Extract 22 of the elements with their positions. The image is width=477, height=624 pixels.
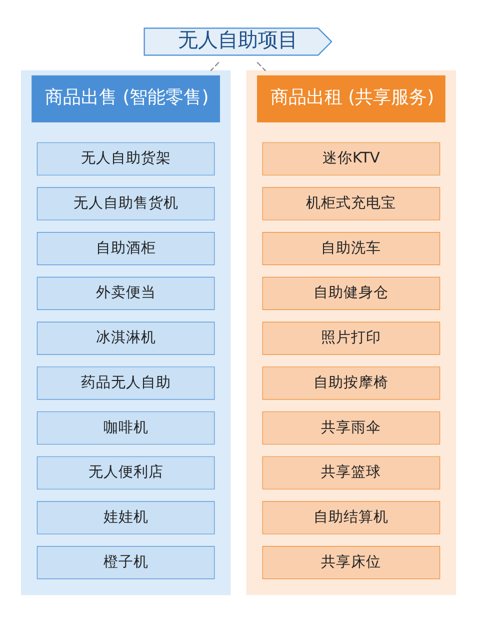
node-box: 自助洗车 <box>262 232 440 265</box>
node-box: 外卖便当 <box>36 276 215 310</box>
node-box: 自助结算机 <box>262 500 440 534</box>
node-box: 咖啡机 <box>36 410 215 444</box>
node-box: 无人自助售货机 <box>36 186 215 220</box>
node-box: 共享篮球 <box>262 456 440 489</box>
node-box: 药品无人自助 <box>36 366 215 400</box>
connector <box>256 61 266 71</box>
node-box: 共享床位 <box>262 546 440 579</box>
node-box: 冰淇淋机 <box>36 321 215 354</box>
node-box: 迷你KTV <box>262 142 440 175</box>
node-box: 照片打印 <box>262 321 440 354</box>
node-box: 共享雨伞 <box>262 410 440 444</box>
node-box: 无人便利店 <box>36 456 215 489</box>
node-box: 自助健身仓 <box>262 276 440 310</box>
connector <box>210 61 220 71</box>
node-box: 娃娃机 <box>36 500 215 534</box>
node-box: 自助酒柜 <box>36 232 215 265</box>
node-box: 自助按摩椅 <box>262 366 440 400</box>
node-box: 无人自助货架 <box>36 142 215 175</box>
node-box: 橙子机 <box>36 546 215 579</box>
node-box: 机柜式充电宝 <box>262 186 440 220</box>
